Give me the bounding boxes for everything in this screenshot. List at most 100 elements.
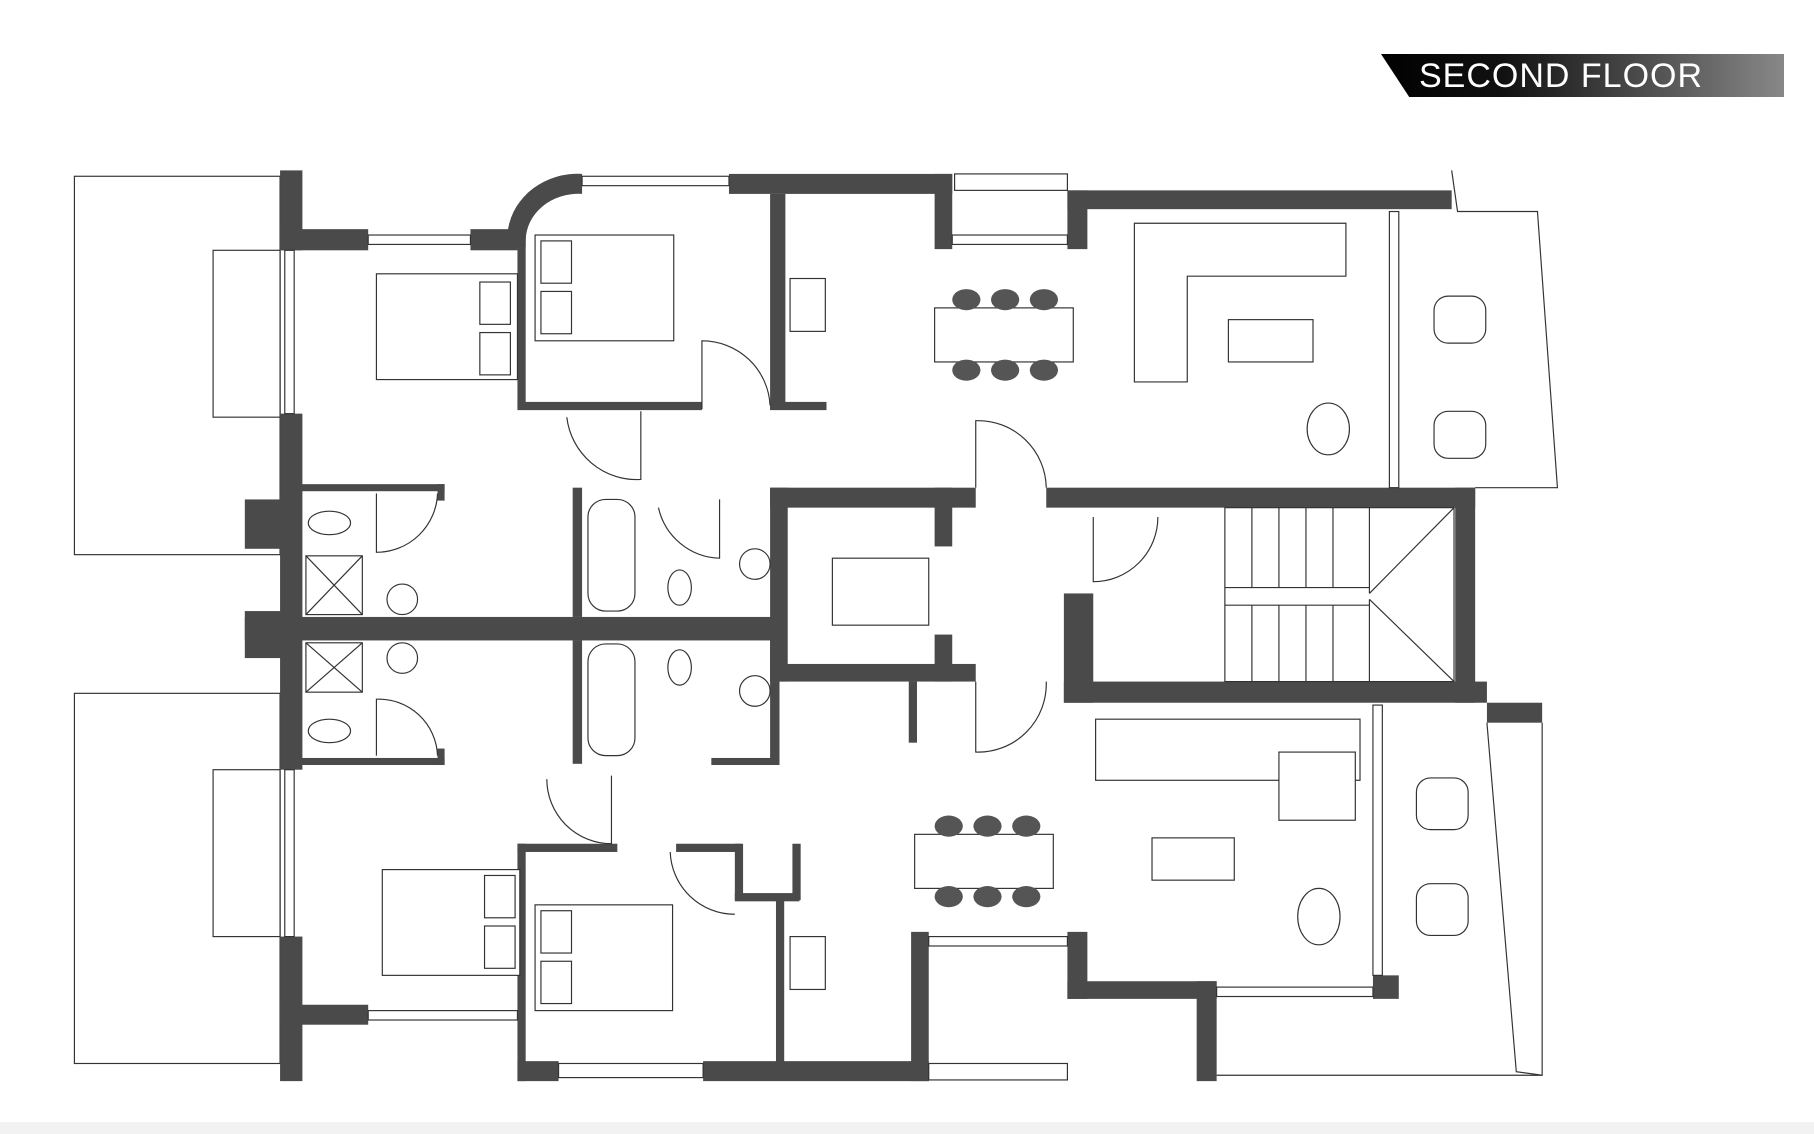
wall-segment	[517, 401, 702, 411]
door-swing	[566, 411, 642, 481]
furniture-piece	[934, 307, 1074, 363]
window	[581, 175, 730, 187]
bathtub	[587, 643, 636, 757]
dining-chair	[973, 886, 1002, 908]
upper-balcony	[1451, 170, 1559, 489]
dining-chair	[991, 359, 1020, 381]
dining-chair	[1012, 886, 1041, 908]
shower-cross	[305, 642, 363, 693]
door-swing	[1092, 517, 1159, 583]
door-swing	[975, 420, 1047, 488]
furniture-piece	[1278, 751, 1356, 821]
wall-segment	[294, 484, 445, 492]
pillow	[483, 925, 516, 969]
balcony-chair	[1433, 295, 1487, 344]
door-swing	[975, 681, 1047, 753]
wall-segment	[437, 748, 445, 766]
dining-chair	[934, 815, 963, 837]
wall-segment	[244, 616, 786, 641]
wall-segment	[1455, 487, 1476, 703]
wall-segment	[792, 843, 801, 901]
wall-segment	[934, 173, 953, 250]
wall-segment	[1063, 593, 1094, 703]
pillow	[483, 874, 516, 919]
stair-outline	[1224, 507, 1455, 683]
dining-chair	[952, 359, 981, 381]
dining-chair	[973, 815, 1002, 837]
door-swing	[657, 499, 721, 559]
door-swing	[669, 851, 735, 915]
window	[928, 935, 1068, 947]
window	[367, 234, 472, 246]
wall-segment	[294, 757, 445, 766]
wall-segment	[728, 173, 953, 194]
kitchen-sink	[789, 935, 826, 991]
terrace	[73, 175, 281, 556]
balcony-chair	[1433, 410, 1487, 459]
window	[557, 1062, 704, 1079]
washbasin	[738, 548, 771, 580]
wall-segment	[517, 1061, 559, 1082]
wall-segment	[280, 413, 303, 770]
terrace	[212, 769, 281, 938]
right-balconies	[1216, 170, 1559, 1076]
wall-segment	[1063, 681, 1487, 703]
window	[951, 234, 1068, 246]
balcony-chair	[1415, 777, 1469, 831]
toilet	[667, 649, 692, 686]
toilet	[307, 510, 352, 536]
dining-chair	[1029, 359, 1059, 381]
terrace	[73, 692, 281, 1065]
wall-segment	[470, 229, 518, 251]
lower-balcony	[1216, 722, 1543, 1076]
wall-segment	[734, 893, 800, 902]
wall-segment	[517, 843, 526, 1082]
shower-cross	[305, 555, 363, 615]
terrace	[212, 249, 281, 418]
wall-segment	[775, 898, 785, 1066]
bed	[534, 904, 674, 1012]
pillow	[479, 331, 511, 376]
wall-segment	[908, 681, 917, 743]
banner-background	[1381, 54, 1784, 97]
dining-chair	[952, 289, 981, 311]
floor-title-banner: SECOND FLOOR	[1381, 54, 1784, 97]
wall-segment	[770, 401, 827, 411]
window	[1216, 986, 1374, 998]
pillow	[540, 240, 573, 284]
bathtub	[587, 498, 636, 612]
window	[1388, 210, 1400, 489]
wall-segment	[244, 499, 283, 549]
page-footer-strip	[0, 1122, 1814, 1134]
wall-segment	[572, 640, 583, 764]
door-swing	[375, 493, 439, 553]
floor-title: SECOND FLOOR	[1419, 57, 1704, 95]
wall-segment	[280, 1004, 369, 1025]
walls	[244, 170, 1543, 1082]
furniture-piece	[1227, 319, 1314, 363]
wall-segment	[676, 843, 741, 852]
pillow	[479, 281, 511, 325]
balcony-chair	[1415, 883, 1469, 936]
stair-treads	[1224, 507, 1455, 682]
wall-segment	[572, 487, 583, 617]
staircase	[1224, 507, 1455, 683]
washbasin	[738, 675, 771, 707]
pillow	[540, 910, 573, 954]
wall-segment	[911, 931, 929, 1082]
wall-segment	[1067, 981, 1217, 999]
wall-segment	[1196, 981, 1217, 1082]
bed	[375, 273, 519, 381]
corner-sofa	[1133, 222, 1347, 383]
bathroom-fixtures	[305, 277, 826, 991]
lounge-chair	[1297, 887, 1341, 946]
wall-segment	[770, 640, 780, 764]
washbasin	[386, 642, 419, 674]
dining-chair	[1012, 815, 1041, 837]
washbasin	[386, 583, 419, 616]
wall-segment	[770, 663, 976, 682]
dining-chair	[991, 289, 1020, 311]
left-terraces	[73, 175, 281, 1065]
window	[928, 1062, 1068, 1081]
window	[284, 249, 295, 415]
